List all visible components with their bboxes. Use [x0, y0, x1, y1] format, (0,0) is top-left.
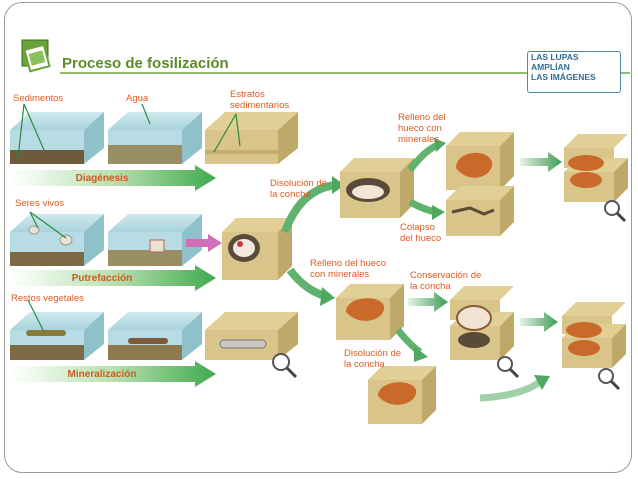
block-relleno-1: [446, 132, 514, 190]
label-restos-vegetales: Restos vegetales: [11, 293, 84, 304]
arrow-mineralizacion: [10, 361, 216, 387]
block-final: [562, 302, 626, 368]
block-tronco: [108, 312, 202, 360]
stage-label: Diagénesis: [75, 173, 129, 184]
stage-mineralizacion: Mineralización: [10, 366, 216, 384]
arrow-to-conservacion: [408, 292, 448, 312]
arrow-down-colapso: [408, 198, 445, 220]
magnifier-note-line: LAS IMÁGENES: [531, 72, 596, 82]
arrow-to-relleno-2: [286, 267, 335, 306]
magnifier-icon[interactable]: [497, 356, 520, 379]
arrow-disolucion-2-to-final: [479, 375, 550, 402]
label-line: Estratos: [230, 89, 265, 100]
magnifier-icon[interactable]: [604, 200, 627, 223]
label-line: Relleno del hueco: [310, 258, 387, 269]
magnifier-icon[interactable]: [272, 353, 298, 379]
block-open-top: [564, 134, 628, 202]
block-restos-vegetales: [10, 312, 104, 360]
block-colapso: [446, 186, 514, 236]
stage-label: Mineralización: [67, 369, 137, 380]
slide-title: Proceso de fosilización: [62, 55, 229, 72]
magnifier-note-line: LAS LUPAS: [531, 52, 579, 62]
block-relleno-2: [336, 284, 404, 340]
label-relleno-1: Relleno del hueco con minerales: [398, 112, 446, 145]
label-line: del hueco: [400, 233, 442, 244]
magnifier-note-line: AMPLÍAN: [531, 62, 570, 72]
label-colapso: Colapso del hueco: [400, 222, 441, 244]
label-estratos: Estratos sedimentarios: [230, 89, 289, 111]
block-cavity: [222, 218, 292, 280]
label-line: minerales: [398, 134, 440, 145]
label-line: la concha: [410, 281, 451, 292]
label-line: Relleno del: [398, 112, 446, 123]
label-line: hueco con: [398, 123, 442, 134]
logo-icon: [21, 39, 51, 73]
slide-frame: [4, 2, 632, 473]
label-line: la concha: [270, 189, 311, 200]
block-conservacion: [450, 286, 514, 360]
label-line: sedimentarios: [230, 100, 290, 111]
arrow-conservacion-to-final: [520, 312, 558, 332]
block-estratos: [205, 112, 298, 164]
arrow-to-disolucion: [281, 176, 345, 234]
label-line: con minerales: [310, 269, 370, 280]
block-mineralizado: [205, 312, 298, 360]
block-disolucion-1: [340, 158, 414, 218]
label-line: Disolución de: [344, 348, 402, 359]
arrow-pink: [186, 234, 222, 252]
block-disolucion-2: [368, 366, 436, 424]
arrow-putrefaccion: [10, 265, 216, 291]
stage-putrefaccion: Putrefacción: [10, 270, 216, 288]
magnifier-icon[interactable]: [598, 368, 621, 391]
label-agua: Agua: [126, 93, 149, 104]
block-agua: [108, 112, 202, 164]
arrow-up-relleno: [407, 138, 446, 173]
block-putrefaccion: [108, 214, 202, 266]
arrow-to-disolucion-2: [395, 327, 428, 362]
label-line: Disolución de: [270, 178, 328, 189]
label-line: Conservación de: [410, 270, 482, 281]
label-disolucion-2: Disolución de la concha: [344, 348, 401, 370]
block-seres-vivos: [10, 214, 104, 266]
arrow-relleno-to-open: [520, 152, 562, 172]
label-pointers: [17, 103, 241, 333]
label-sedimentos: Sedimentos: [13, 93, 64, 104]
block-sedimentos: [10, 112, 104, 164]
label-line: la concha: [344, 359, 385, 370]
stage-diagenesis: Diagénesis: [10, 170, 216, 188]
label-relleno-2: Relleno del hueco con minerales: [310, 258, 386, 280]
stage-label: Putrefacción: [71, 273, 133, 284]
label-conservacion: Conservación de la concha: [410, 270, 481, 292]
label-disolucion-1: Disolución de la concha: [270, 178, 327, 200]
label-line: Colapso: [400, 222, 435, 233]
arrow-diagenesis: [10, 165, 216, 191]
magnifier-note: LAS LUPAS AMPLÍAN LAS IMÁGENES: [527, 51, 621, 93]
label-seres-vivos: Seres vivos: [15, 198, 65, 209]
